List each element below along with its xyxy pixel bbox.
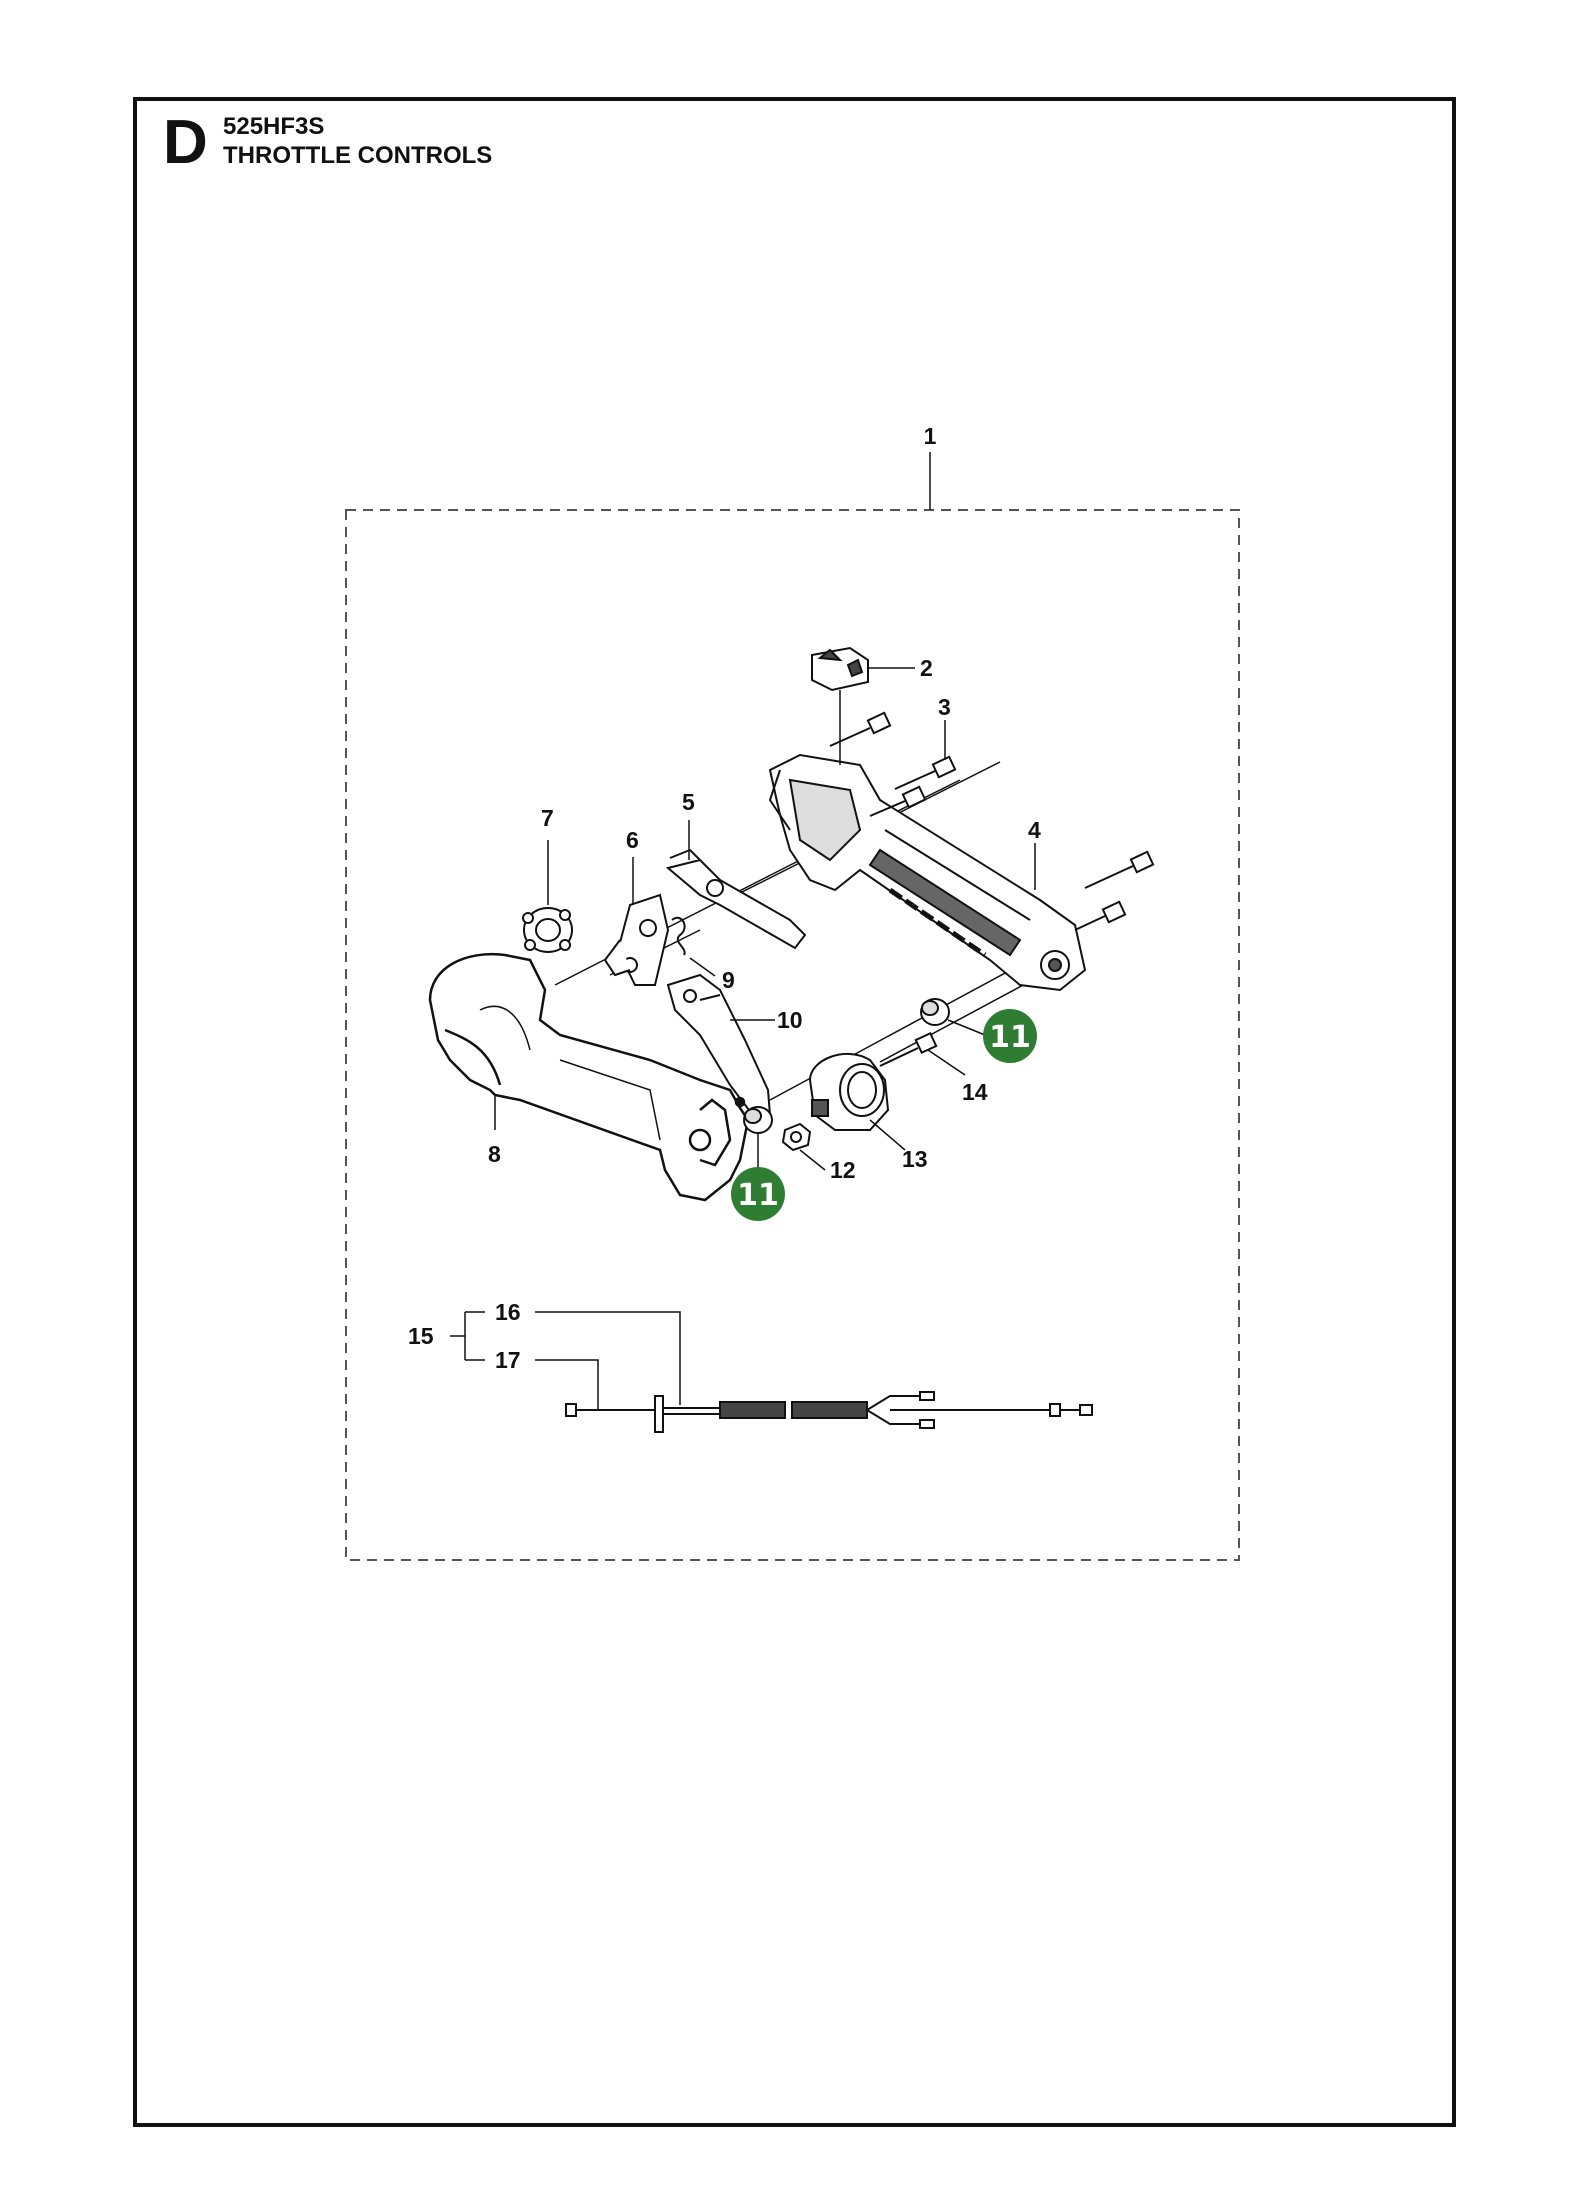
- bushing-part-upper: [920, 998, 950, 1026]
- callout-8: 8: [488, 1141, 501, 1167]
- nut-part: [781, 1122, 812, 1152]
- callout-2: 2: [920, 655, 933, 681]
- callout-7: 7: [541, 805, 554, 831]
- callout-10: 10: [777, 1007, 803, 1033]
- callout-14: 14: [962, 1079, 988, 1105]
- throttle-lock-lever-part: [665, 848, 807, 950]
- clamp-screw-part: [879, 1031, 938, 1067]
- section-letter: D: [163, 108, 208, 177]
- cable-leaders: [450, 1311, 681, 1410]
- callout-13: 13: [902, 1146, 928, 1172]
- model-number: 525HF3S: [223, 113, 325, 140]
- leader-9: [689, 957, 716, 977]
- callout-9: 9: [722, 967, 735, 993]
- callout-12: 12: [830, 1157, 856, 1183]
- callout-15: 15: [408, 1323, 434, 1349]
- grip-handle-part: [428, 952, 750, 1202]
- ring-nut-part: [522, 907, 573, 953]
- callout-3: 3: [938, 694, 951, 720]
- callout-6: 6: [626, 827, 639, 853]
- spring-part: [671, 916, 686, 956]
- callout-5: 5: [682, 789, 695, 815]
- callout-4: 4: [1028, 817, 1041, 843]
- section-title: THROTTLE CONTROLS: [223, 142, 493, 169]
- leader-12: [799, 1149, 826, 1171]
- handle-clamp-part: [808, 1052, 890, 1131]
- callout-16: 16: [495, 1299, 521, 1325]
- handle-housing-part: [768, 753, 1087, 992]
- callout-17: 17: [495, 1347, 521, 1373]
- throttle-cable-part: [565, 1391, 1093, 1433]
- callout-11-lower-badge: [731, 1167, 785, 1221]
- assembly-boundary: [345, 509, 1240, 1561]
- leader-14: [927, 1049, 966, 1076]
- page-frame: [133, 97, 1456, 2127]
- callout-1: 1: [924, 423, 937, 449]
- leader-13: [869, 1119, 906, 1151]
- callout-11-upper: 11: [989, 1020, 1031, 1055]
- callout-11-lower: 11: [737, 1178, 779, 1213]
- callout-11-upper-badge: [983, 1009, 1037, 1063]
- stop-switch-bracket-part: [603, 893, 670, 986]
- bushing-part-lower: [743, 1106, 773, 1134]
- top-clip-part: [811, 646, 869, 692]
- screw-parts: [829, 711, 1155, 931]
